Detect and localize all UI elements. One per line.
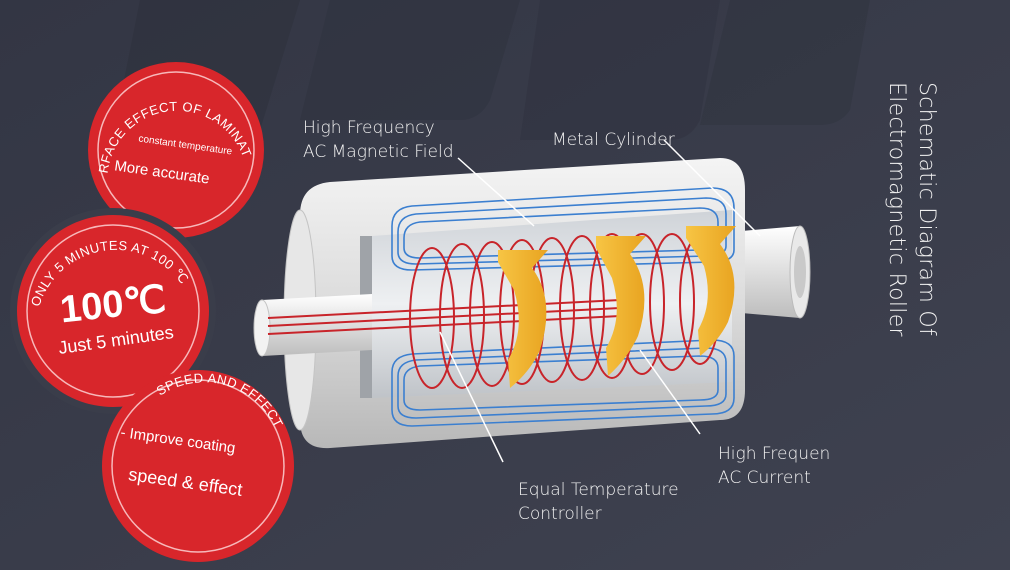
badge-five-minutes-graphic: ONLY 5 MINUTES AT 100 ℃	[10, 208, 216, 414]
badge-speed-effect-graphic: SPEED AND EFFECT	[102, 370, 294, 562]
magnetic-field-lines	[391, 187, 735, 427]
label-magnetic-field: High Frequency AC Magnetic Field	[303, 116, 454, 164]
badge-five-minutes: ONLY 5 MINUTES AT 100 ℃ 100℃ Just 5 minu…	[8, 206, 218, 416]
label-ac-current-line2: AC Current	[718, 468, 811, 488]
label-temperature-controller-line2: Controller	[518, 504, 602, 524]
badge-lamination-graphic: SURFACE EFFECT OF LAMINATION	[86, 60, 264, 238]
label-ac-current-line1: High Frequen	[718, 444, 831, 464]
label-magnetic-field-line1: High Frequency	[303, 118, 435, 138]
badge-lamination: SURFACE EFFECT OF LAMINATION constant te…	[86, 60, 266, 240]
label-ac-current: High Frequen AC Current	[718, 442, 830, 490]
label-metal-cylinder: Metal Cylinder	[552, 130, 675, 150]
label-temperature-controller-line1: Equal Temperature	[518, 480, 679, 500]
title-line-1: Schematic Diagram Of	[914, 82, 939, 337]
label-temperature-controller: Equal Temperature Controller	[518, 478, 679, 526]
rotation-arrows	[498, 226, 736, 388]
left-shaft	[253, 294, 621, 357]
right-shaft	[730, 225, 811, 319]
badge-speed-effect: SPEED AND EFFECT - Improve coating speed…	[100, 368, 296, 564]
pointer-lines	[439, 139, 761, 463]
diagram-title: Schematic Diagram Of Electromagnetic Rol…	[882, 82, 942, 342]
label-magnetic-field-line2: AC Magnetic Field	[303, 142, 454, 162]
title-line-2: Electromagnetic Roller	[884, 82, 909, 337]
